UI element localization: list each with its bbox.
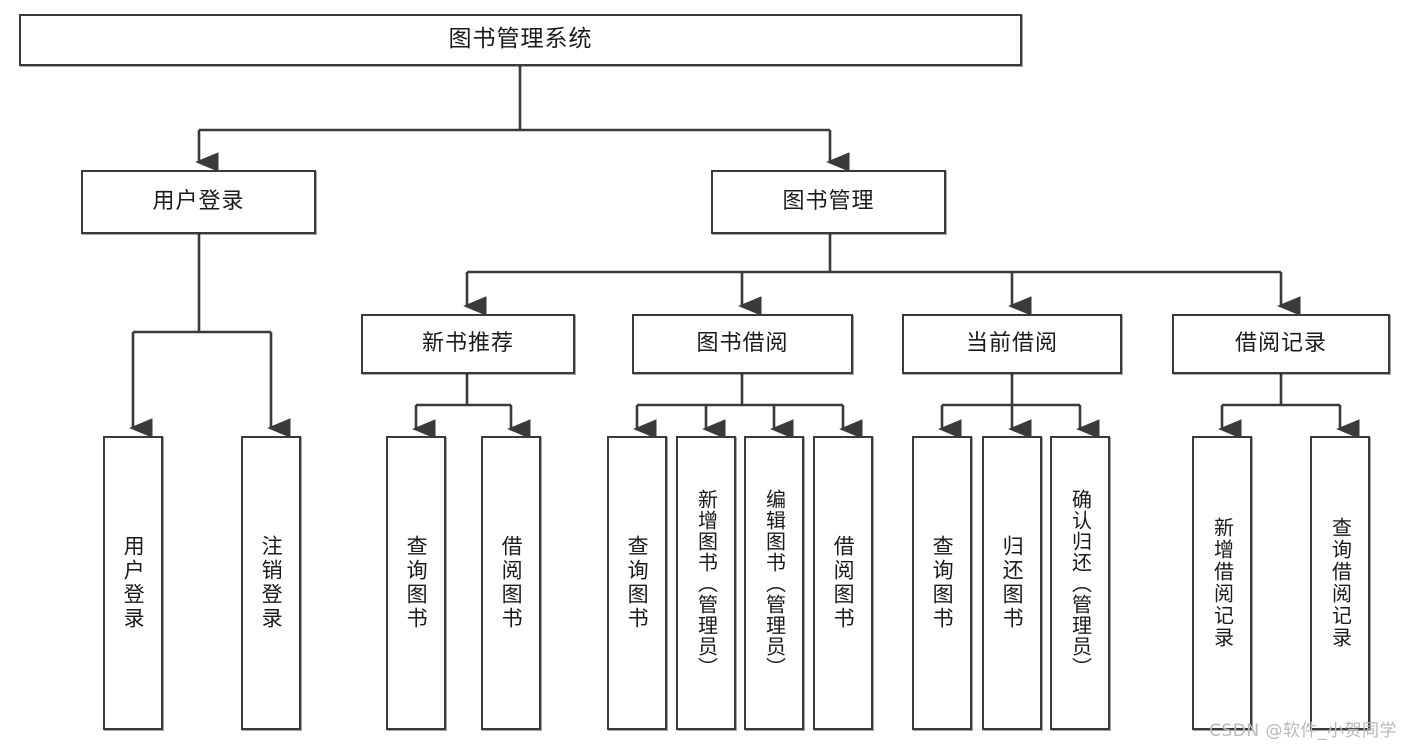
leaf-borrow-books-recommend[interactable]: 借阅图书 [481,436,541,730]
node-label: 新增图书（管理员） [694,488,719,678]
node-label: 图书借阅 [696,330,789,356]
node-label: 新增借阅记录 [1210,517,1235,649]
node-new-book-recommendation[interactable]: 新书推荐 [361,314,575,374]
leaf-query-books-recommend[interactable]: 查询图书 [386,436,446,730]
node-label: 图书管理 [782,188,875,214]
leaf-return-books[interactable]: 归还图书 [982,436,1042,730]
leaf-edit-book-admin[interactable]: 编辑图书（管理员） [744,436,804,730]
node-user-login[interactable]: 用户登录 [81,170,316,234]
node-label: 借阅图书 [831,535,856,631]
watermark-text: CSDN @软件_小贺同学 [1209,721,1397,741]
node-label: 确认归还（管理员） [1068,488,1093,678]
node-label: 查询借阅记录 [1328,517,1353,649]
node-label: 编辑图书（管理员） [762,488,787,678]
node-current-borrowing[interactable]: 当前借阅 [902,314,1122,374]
node-label: 用户登录 [121,535,146,631]
leaf-add-book-admin[interactable]: 新增图书（管理员） [676,436,736,730]
node-borrow-records[interactable]: 借阅记录 [1172,314,1390,374]
leaf-confirm-return-admin[interactable]: 确认归还（管理员） [1050,436,1110,730]
node-label: 归还图书 [1000,535,1025,631]
node-book-borrowing[interactable]: 图书借阅 [632,314,853,374]
node-label: 借阅图书 [499,535,524,631]
node-label: 新书推荐 [421,330,514,356]
leaf-logout[interactable]: 注销登录 [241,436,301,730]
leaf-query-borrow-record[interactable]: 查询借阅记录 [1310,436,1370,730]
leaf-add-borrow-record[interactable]: 新增借阅记录 [1192,436,1252,730]
node-label: 查询图书 [625,535,650,631]
node-root-book-management-system[interactable]: 图书管理系统 [19,14,1022,66]
leaf-user-login[interactable]: 用户登录 [103,436,163,730]
node-label: 用户登录 [152,188,245,214]
node-label: 当前借阅 [965,330,1058,356]
node-label: 查询图书 [930,535,955,631]
leaf-query-books-borrowing[interactable]: 查询图书 [607,436,667,730]
leaf-query-books-current[interactable]: 查询图书 [912,436,972,730]
node-label: 注销登录 [259,535,284,631]
node-book-management[interactable]: 图书管理 [711,170,946,234]
node-label: 图书管理系统 [448,26,593,53]
leaf-borrow-books[interactable]: 借阅图书 [813,436,873,730]
node-label: 查询图书 [404,535,429,631]
node-label: 借阅记录 [1234,330,1327,356]
